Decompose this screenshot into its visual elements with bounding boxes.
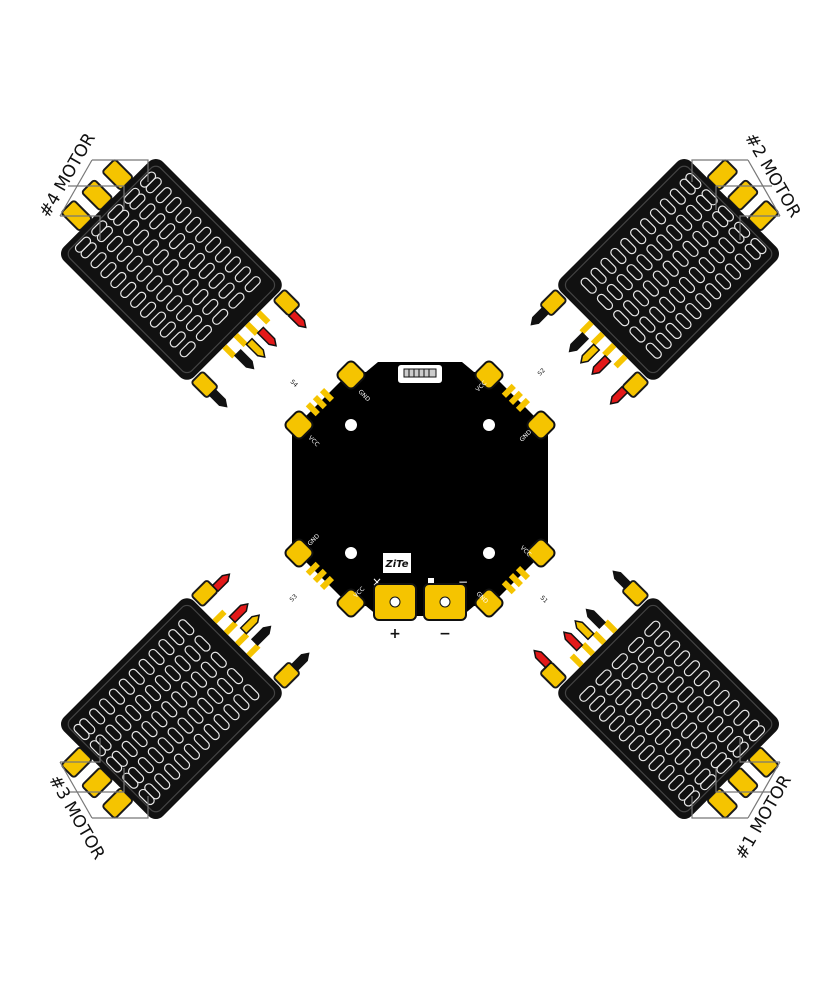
battery-minus-label: −	[439, 626, 451, 642]
mounting-hole-icon	[483, 547, 495, 559]
signal-label-motor2: S2	[536, 367, 546, 377]
pad-group-motor4	[284, 360, 366, 440]
signal-label-motor1: S1	[539, 594, 549, 604]
flight-controller-board: ZiTe × −	[284, 360, 556, 618]
board-logo: ZiTe	[383, 553, 411, 573]
logo-text: ZiTe	[385, 559, 409, 570]
esc-motor4	[38, 136, 317, 415]
battery-plus-label: +	[389, 626, 401, 642]
mounting-hole-icon	[345, 419, 357, 431]
pad-group-motor2	[474, 360, 556, 440]
signal-label-motor4: S4	[289, 378, 299, 388]
signal-label-motor3: S3	[288, 593, 298, 603]
mounting-hole-icon	[345, 547, 357, 559]
x-mark: ×	[372, 575, 382, 589]
esc-motor3	[38, 563, 317, 842]
esc-motor2	[523, 136, 802, 415]
battery-pads: + −	[373, 583, 467, 642]
mounting-hole-icon	[483, 419, 495, 431]
pad-group-motor1	[474, 538, 556, 618]
pad-group-motor3	[284, 538, 366, 618]
esc-motor1	[523, 563, 802, 842]
minus-mark: −	[458, 575, 468, 589]
connector-icon	[398, 365, 442, 383]
